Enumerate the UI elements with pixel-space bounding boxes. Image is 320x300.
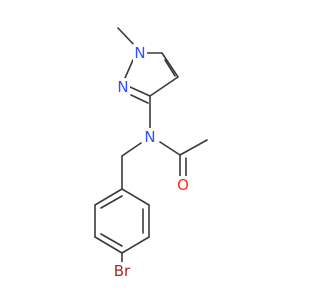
bond-namide-ch2 — [121, 142, 142, 157]
bonds — [94, 27, 208, 263]
bond-ring-f-inner — [100, 195, 123, 209]
molecule-structure: N N N O Br — [94, 27, 208, 280]
bond-n2-n1 — [124, 59, 134, 79]
bond-methyl-n1 — [117, 27, 137, 48]
atom-label-n2: N — [117, 78, 128, 96]
bond-ring-c — [121, 236, 150, 254]
atom-label-oxygen: O — [177, 176, 189, 194]
bond-c3-n2 — [129, 86, 151, 97]
bond-ring-d — [94, 236, 123, 254]
bond-c4-c3 — [149, 76, 179, 97]
atom-label-bromine: Br — [114, 262, 131, 280]
bond-c3-n2-inner — [130, 94, 149, 104]
atom-label-n1: N — [134, 44, 145, 62]
atom-label-n-amide: N — [144, 128, 155, 146]
bond-c5-c4-inner — [164, 59, 176, 77]
bond-c5-c4 — [161, 52, 179, 78]
bond-carbonyl-methyl — [179, 139, 208, 156]
bond-ring-a — [121, 188, 150, 206]
bond-ring-d-inner — [100, 233, 123, 247]
bond-ring-f — [94, 188, 123, 206]
bond-namide-carbonyl — [159, 141, 181, 156]
atom-labels: N N N O Br — [110, 44, 190, 280]
